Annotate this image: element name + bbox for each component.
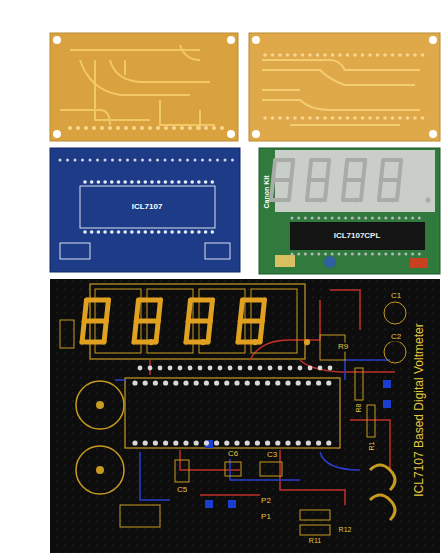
board-label: ICL7107CPL — [333, 232, 382, 241]
cad-pads — [132, 440, 331, 445]
cad-pads — [132, 380, 331, 385]
orange-pads — [263, 116, 424, 120]
blue-pads — [83, 230, 214, 234]
display-digit — [379, 160, 431, 203]
orange-pcb-bottom — [249, 33, 440, 141]
blue-pads — [83, 180, 214, 184]
board-label: Canon Kit — [263, 174, 271, 209]
cad-pads — [138, 366, 333, 371]
board-label: P1 — [260, 513, 272, 522]
board-label: R1 — [368, 441, 376, 452]
board-label: C6 — [227, 450, 239, 459]
board-label: C5 — [176, 486, 188, 495]
seven-segment-digit — [238, 300, 310, 345]
board-label: C3 — [266, 451, 278, 460]
board-label: R8 — [355, 403, 363, 414]
board-label: R12 — [338, 526, 353, 534]
chip-pins — [291, 217, 421, 220]
board-label: C2 — [390, 333, 402, 342]
green-kit-board — [259, 148, 440, 274]
board-label: R11 — [308, 537, 322, 545]
board-label: P2 — [260, 497, 272, 506]
board-label: R9 — [337, 343, 349, 352]
board-label: ICL7107 Based Digital Voltmeter — [413, 322, 426, 497]
blue-pads — [59, 159, 235, 162]
board-label: C1 — [390, 292, 402, 301]
orange-pcb-traces — [50, 33, 238, 141]
board-label: ICL7107 — [131, 203, 164, 212]
orange-pads — [68, 126, 224, 130]
chip-pins — [291, 253, 421, 256]
cad-board — [50, 279, 440, 553]
orange-pads — [263, 53, 424, 57]
blue-pcb — [50, 148, 240, 272]
